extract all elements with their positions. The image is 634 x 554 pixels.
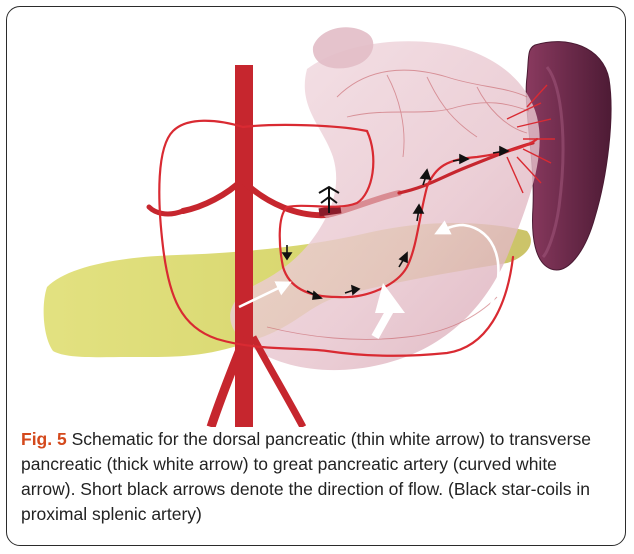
figure-caption: Fig. 5 Schematic for the dorsal pancreat… <box>21 427 613 527</box>
aorta <box>211 65 303 427</box>
figure-label: Fig. 5 <box>21 429 67 449</box>
spleen <box>526 42 611 270</box>
figure-caption-text: Schematic for the dorsal pancreatic (thi… <box>21 429 591 524</box>
figure-frame: Fig. 5 Schematic for the dorsal pancreat… <box>6 6 626 546</box>
anatomy-illustration <box>7 7 626 427</box>
